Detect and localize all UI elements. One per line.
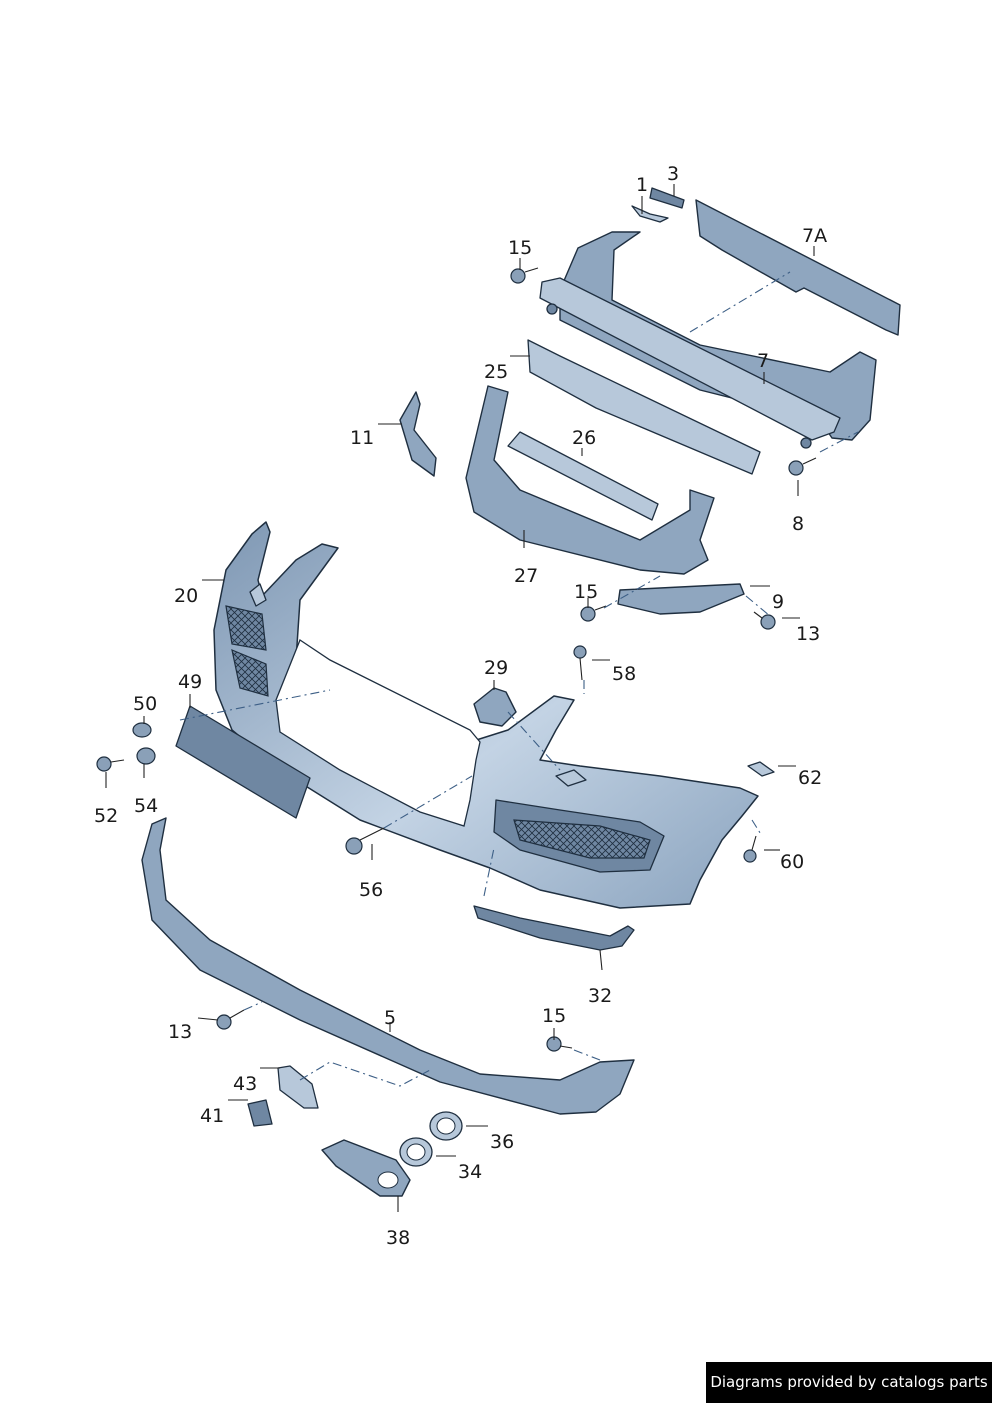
label-38: 38 <box>386 1227 410 1249</box>
label-54: 54 <box>134 795 158 817</box>
nut-part-54 <box>136 747 156 765</box>
screw-part-15-middle <box>580 605 607 622</box>
label-20: 20 <box>174 585 198 607</box>
label-15-lower: 15 <box>542 1005 566 1027</box>
label-8: 8 <box>792 513 804 535</box>
label-49: 49 <box>178 671 202 693</box>
side-guide-part-9 <box>617 583 745 615</box>
screw-part-56 <box>345 827 385 855</box>
footer-credit: Diagrams provided by catalogs parts <box>706 1362 992 1403</box>
label-1: 1 <box>636 174 648 196</box>
label-36: 36 <box>490 1131 514 1153</box>
label-58: 58 <box>612 663 636 685</box>
tow-hook-cap-part-29 <box>473 687 517 727</box>
fog-light-ring-part-36 <box>429 1111 463 1141</box>
absorber-strip-part-25 <box>527 339 761 475</box>
label-41: 41 <box>200 1105 224 1127</box>
bumper-cover-part-20 <box>213 521 759 909</box>
label-50: 50 <box>133 693 157 715</box>
label-60: 60 <box>780 851 804 873</box>
label-52: 52 <box>94 805 118 827</box>
clip-part-50 <box>132 722 152 738</box>
label-34: 34 <box>458 1161 482 1183</box>
guide-part-11 <box>399 391 437 477</box>
screw-part-13-upper <box>753 611 776 630</box>
fog-light-grille-part-38 <box>321 1139 411 1197</box>
label-25: 25 <box>484 361 508 383</box>
cover-part-41 <box>247 1099 273 1127</box>
label-9: 9 <box>772 591 784 613</box>
bracket-part-1 <box>631 205 669 223</box>
label-56: 56 <box>359 879 383 901</box>
label-13-lower: 13 <box>168 1021 192 1043</box>
energy-absorber-part-27 <box>465 385 715 575</box>
label-5: 5 <box>384 1007 396 1029</box>
fog-light-ring-part-34 <box>399 1137 433 1167</box>
screw-part-58 <box>573 645 587 681</box>
grille-strip-part-26 <box>507 431 659 521</box>
screw-part-8 <box>788 457 817 476</box>
label-7a: 7A <box>802 225 827 247</box>
screw-part-13-lower <box>216 1009 245 1030</box>
label-15-upper: 15 <box>508 237 532 259</box>
impact-foam-part-7a <box>695 199 901 336</box>
screw-part-15-lower <box>546 1036 573 1052</box>
label-43: 43 <box>233 1073 257 1095</box>
label-32: 32 <box>588 985 612 1007</box>
clip-part-62 <box>747 761 775 777</box>
label-29: 29 <box>484 657 508 679</box>
spoiler-part-5 <box>141 817 635 1115</box>
bracket-part-43 <box>277 1065 319 1109</box>
leader-lines <box>105 184 815 1212</box>
screw-part-60 <box>743 835 757 863</box>
trim-strip-part-32 <box>473 905 635 951</box>
label-3: 3 <box>667 163 679 185</box>
label-27: 27 <box>514 565 538 587</box>
label-7: 7 <box>757 350 769 372</box>
label-15-middle: 15 <box>574 581 598 603</box>
assembly-lines <box>179 271 859 1087</box>
clip-part-3 <box>649 187 685 209</box>
screw-part-52 <box>96 756 125 772</box>
label-62: 62 <box>798 767 822 789</box>
label-11: 11 <box>350 427 374 449</box>
bumper-carrier-part-7 <box>539 231 877 449</box>
screw-part-15-upper <box>510 267 539 284</box>
part-number-labels: 1 3 7A 15 7 25 11 26 8 20 27 15 9 13 29 … <box>94 163 827 1249</box>
label-13-upper: 13 <box>796 623 820 645</box>
label-26: 26 <box>572 427 596 449</box>
